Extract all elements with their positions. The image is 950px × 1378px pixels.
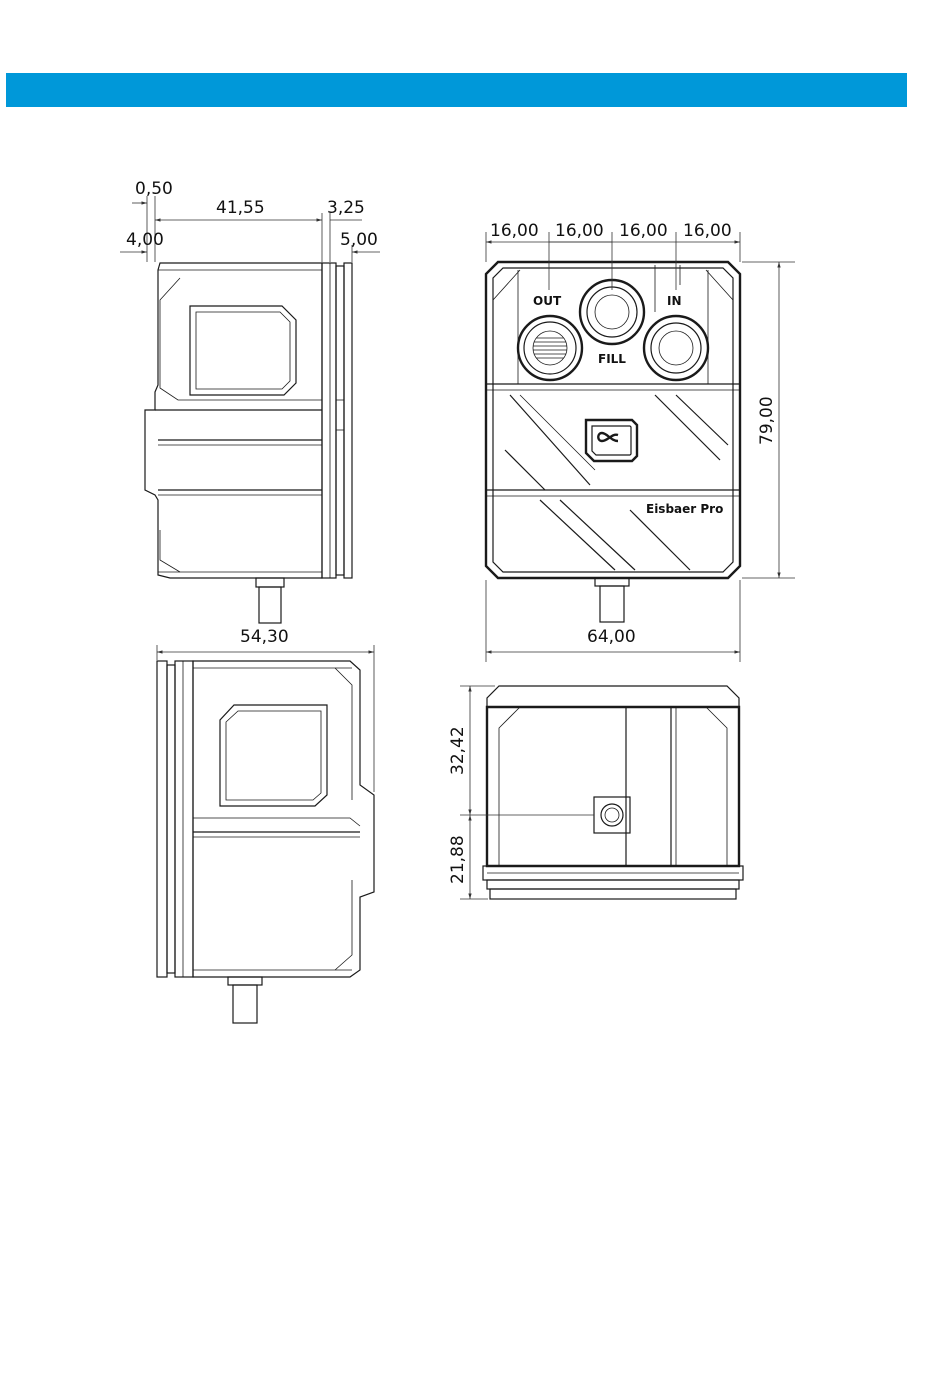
dim-bottom-h1: 32,42 <box>448 726 468 775</box>
dim-side-width: 54,30 <box>240 627 289 647</box>
side-view-bottom <box>157 661 374 1023</box>
side-view-top-dimensions: 0,50 41,55 3,25 4,00 5,00 <box>120 179 380 262</box>
front-view: OUT FILL IN Eisbaer Pro <box>486 262 740 622</box>
dim-front-width: 64,00 <box>587 627 636 647</box>
dim-bottom-h2: 21,88 <box>448 835 468 884</box>
dim-front-height: 79,00 <box>757 396 777 445</box>
front-view-dimensions: 16,00 16,00 16,00 16,00 79,00 64,00 <box>486 221 795 662</box>
dim-5-00: 5,00 <box>340 230 378 250</box>
dim-front-w4: 16,00 <box>683 221 732 241</box>
side-view-bottom-dimensions: 54,30 <box>157 627 374 792</box>
dim-0-50: 0,50 <box>135 179 173 199</box>
dim-front-w3: 16,00 <box>619 221 668 241</box>
side-view-top <box>145 263 352 623</box>
dim-4-00: 4,00 <box>126 230 164 250</box>
product-name: Eisbaer Pro <box>646 502 723 516</box>
dim-3-25: 3,25 <box>327 198 365 218</box>
dim-41-55: 41,55 <box>216 198 265 218</box>
bottom-view <box>483 686 743 899</box>
port-label-out: OUT <box>533 294 562 308</box>
dim-front-w1: 16,00 <box>490 221 539 241</box>
alphacool-logo-icon <box>586 420 637 461</box>
dim-front-w2: 16,00 <box>555 221 604 241</box>
port-label-fill: FILL <box>598 352 626 366</box>
port-label-in: IN <box>667 294 682 308</box>
